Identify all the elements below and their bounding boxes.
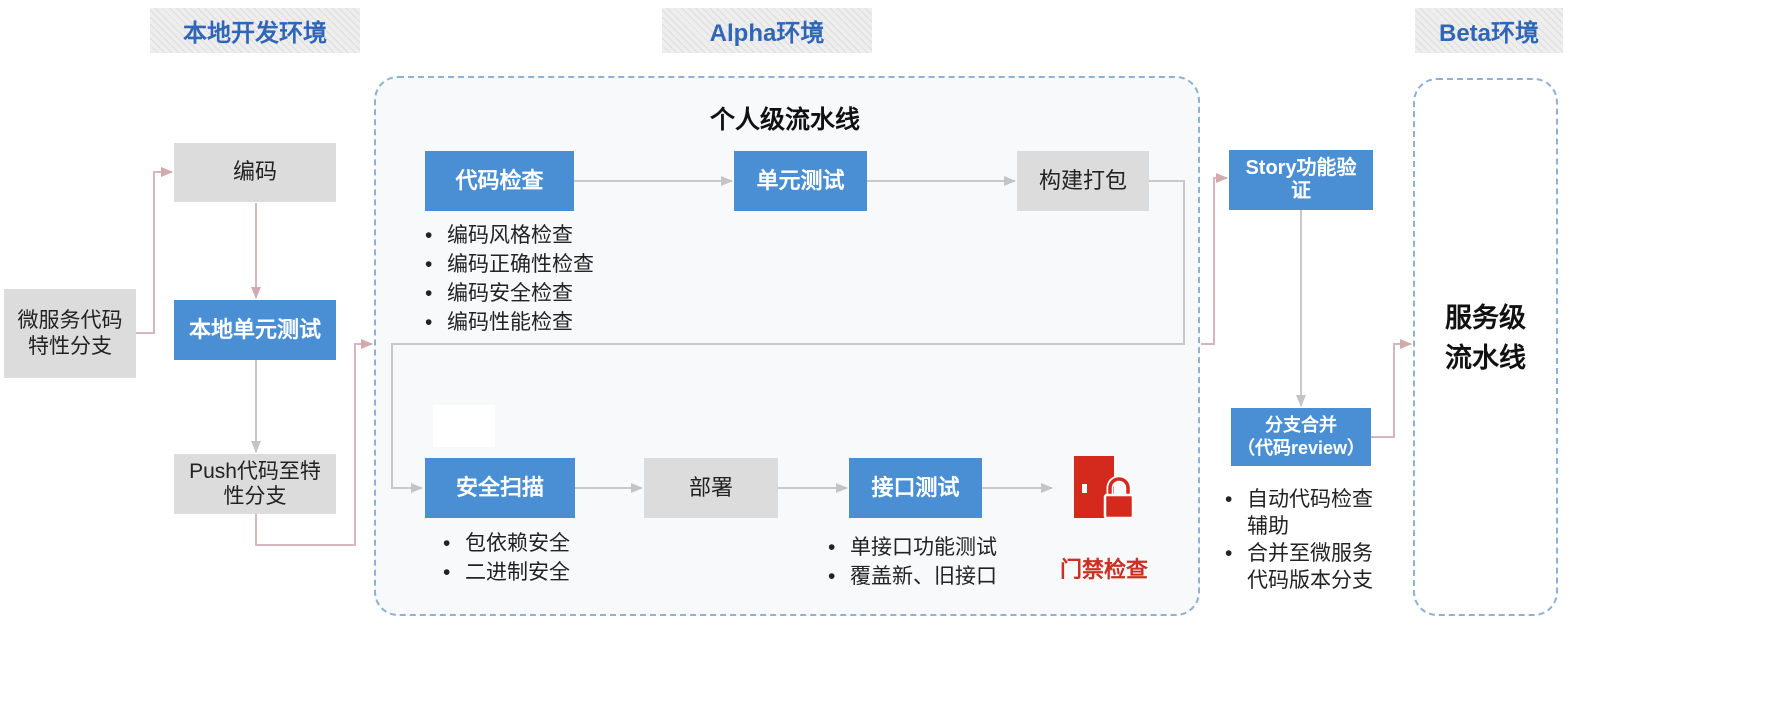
deploy-box: 部署 [644, 458, 778, 518]
beta-pipeline-zone [1413, 78, 1558, 616]
list-item: 包依赖安全 [443, 529, 643, 558]
service-pipeline-label: 服务级 流水线 [1445, 303, 1526, 373]
build-package-box: 构建打包 [1017, 151, 1149, 211]
list-item: 二进制安全 [443, 558, 643, 587]
list-item: 合并至微服务 代码版本分支 [1225, 540, 1405, 594]
source-branch-box: 微服务代码 特性分支 [4, 289, 136, 378]
arrow-push-to-alpha [255, 339, 373, 546]
gate-check-label: 门禁检查 [1059, 557, 1148, 582]
list-item: 编码性能检查 [425, 308, 665, 337]
list-item: 编码正确性检查 [425, 250, 665, 279]
api-test-list: 单接口功能测试 覆盖新、旧接口 [828, 533, 1058, 591]
api-test-box: 接口测试 [849, 458, 982, 518]
coding-box: 编码 [174, 143, 336, 202]
merge-list: 自动代码检查 辅助 合并至微服务 代码版本分支 [1225, 486, 1405, 594]
alpha-pipeline-title: 个人级流水线 [709, 106, 860, 134]
door-lock-icon [1074, 456, 1135, 520]
branch-merge-box: 分支合并 （代码review） [1231, 408, 1371, 466]
env-local-header: 本地开发环境 [150, 8, 360, 53]
code-check-box: 代码检查 [425, 151, 574, 211]
env-beta-header: Beta环境 [1415, 8, 1563, 53]
list-item: 编码风格检查 [425, 221, 665, 250]
list-item: 单接口功能测试 [828, 533, 1058, 562]
unit-test-box: 单元测试 [734, 151, 867, 211]
blank-placeholder [433, 405, 495, 447]
code-check-list: 编码风格检查 编码正确性检查 编码安全检查 编码性能检查 [425, 221, 665, 337]
list-item: 编码安全检查 [425, 279, 665, 308]
security-scan-list: 包依赖安全 二进制安全 [443, 529, 643, 587]
list-item: 覆盖新、旧接口 [828, 562, 1058, 591]
push-code-box: Push代码至特 性分支 [174, 454, 336, 514]
arrow-build-to-security [391, 180, 1185, 493]
security-scan-box: 安全扫描 [425, 458, 575, 518]
arrow-merge-to-beta [1371, 339, 1412, 438]
arrow-alpha-to-story [1201, 173, 1228, 345]
list-item: 自动代码检查 辅助 [1225, 486, 1405, 540]
arrow-source-to-coding [136, 167, 173, 334]
local-unit-test-box: 本地单元测试 [174, 300, 336, 360]
env-alpha-header: Alpha环境 [662, 8, 872, 53]
story-verify-box: Story功能验 证 [1229, 150, 1373, 210]
